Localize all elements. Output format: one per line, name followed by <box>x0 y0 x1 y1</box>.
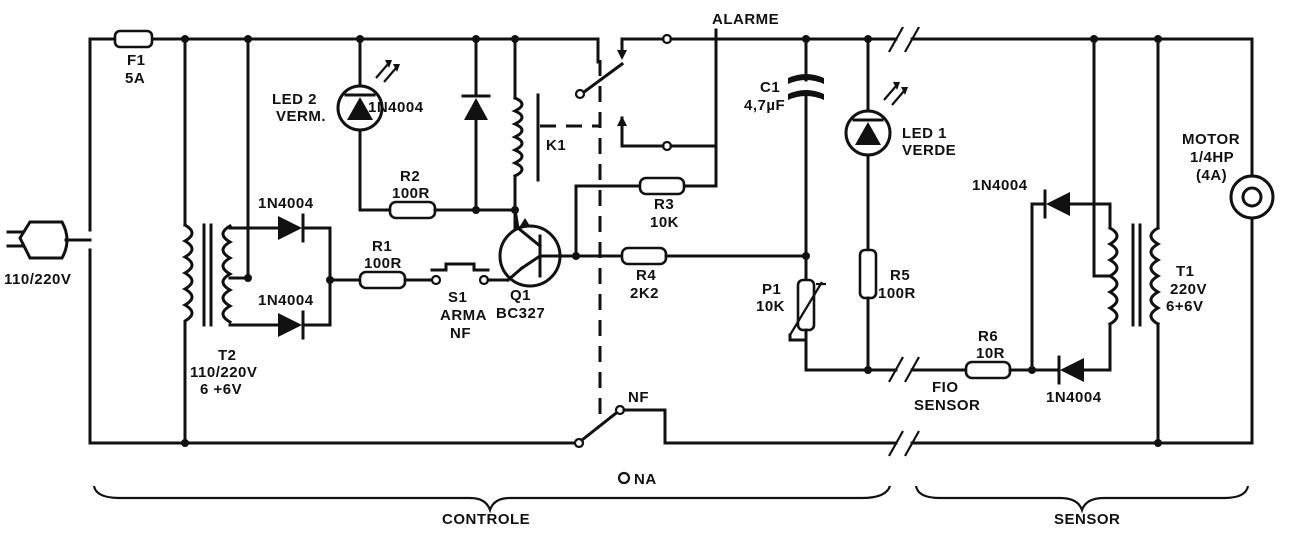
nf-label: NF <box>628 389 649 406</box>
c1-value: 4,7µF <box>744 97 785 114</box>
diode-t2-bottom-label: 1N4004 <box>258 292 314 309</box>
p1-label: P1 <box>762 281 781 298</box>
led1-color: VERDE <box>902 142 956 159</box>
r3-label: R3 <box>654 196 674 213</box>
transformer-t2 <box>181 37 272 445</box>
motor-current: (4A) <box>1196 167 1227 184</box>
na-label: NA <box>634 471 657 488</box>
r1-value: 100R <box>364 255 402 272</box>
r6-label: R6 <box>978 328 998 345</box>
relay-contacts-motor <box>573 404 667 485</box>
transformer-t1 <box>1092 37 1162 445</box>
resistor-r5 <box>858 248 878 372</box>
f1-label: F1 <box>127 52 146 69</box>
controle-label: CONTROLE <box>442 511 530 528</box>
switch-s1 <box>430 262 490 286</box>
brace-sensor <box>914 485 1250 514</box>
diode-t1-top-label: 1N4004 <box>972 177 1028 194</box>
t1-secondary-voltage: 6+6V <box>1166 298 1203 315</box>
t2-primary-voltage: 110/220V <box>190 364 257 381</box>
led1 <box>844 37 908 252</box>
r2-value: 100R <box>392 185 430 202</box>
t1-primary-voltage: 220V <box>1170 281 1207 298</box>
relay-contacts-alarme <box>540 28 718 420</box>
q1-type: BC327 <box>496 305 545 322</box>
t2-secondary-voltage: 6 +6V <box>200 381 242 398</box>
resistor-r1 <box>358 270 407 290</box>
relay-k1-coil <box>511 37 540 230</box>
p1-value: 10K <box>756 298 785 315</box>
mains-voltage-label: 110/220V <box>4 271 71 288</box>
diode-t1-bottom <box>1054 355 1112 385</box>
diode-flyback-label: 1N4004 <box>368 99 424 116</box>
diode-t1-top <box>1030 189 1112 372</box>
transistor-q1 <box>498 208 578 288</box>
diode-t1-bottom-label: 1N4004 <box>1046 389 1102 406</box>
led2 <box>336 37 400 212</box>
r4-value: 2K2 <box>630 285 659 302</box>
r2-label: R2 <box>400 168 420 185</box>
r3-value: 10K <box>650 214 679 231</box>
r5-label: R5 <box>890 267 910 284</box>
led2-color: VERM. <box>276 108 326 125</box>
led1-label: LED 1 <box>902 125 947 142</box>
diode-flyback <box>461 37 491 212</box>
sensor-label: SENSOR <box>1054 511 1120 528</box>
motor-power: 1/4HP <box>1190 149 1234 166</box>
diode-t2-top <box>268 213 332 243</box>
fuse-f1 <box>113 29 154 49</box>
diode-t2-top-label: 1N4004 <box>258 195 314 212</box>
mains-plug <box>6 37 92 445</box>
resistor-r3 <box>574 176 686 258</box>
fio-sensor-label: SENSOR <box>914 397 980 414</box>
capacitor-c1 <box>788 37 824 302</box>
t2-label: T2 <box>218 347 237 364</box>
motor <box>1229 37 1275 445</box>
r4-label: R4 <box>636 267 656 284</box>
led2-label: LED 2 <box>272 91 317 108</box>
s1-function: ARMA <box>440 307 487 324</box>
alarme-label: ALARME <box>712 11 779 28</box>
resistor-r2 <box>388 200 437 220</box>
r6-value: 10R <box>976 345 1005 362</box>
q1-label: Q1 <box>510 287 531 304</box>
s1-type: NF <box>450 325 471 342</box>
diode-t2-bottom <box>268 310 332 340</box>
s1-label: S1 <box>448 289 467 306</box>
resistor-r6 <box>964 360 1058 380</box>
resistor-r4 <box>574 246 808 266</box>
k1-label: K1 <box>546 137 566 154</box>
brace-controle <box>92 485 892 514</box>
c1-label: C1 <box>760 79 780 96</box>
f1-value: 5A <box>125 70 145 87</box>
t1-label: T1 <box>1176 263 1195 280</box>
fio-label: FIO <box>932 379 959 396</box>
potentiometer-p1 <box>788 278 826 372</box>
motor-label: MOTOR <box>1182 131 1240 148</box>
r1-label: R1 <box>372 238 392 255</box>
r5-value: 100R <box>878 285 916 302</box>
